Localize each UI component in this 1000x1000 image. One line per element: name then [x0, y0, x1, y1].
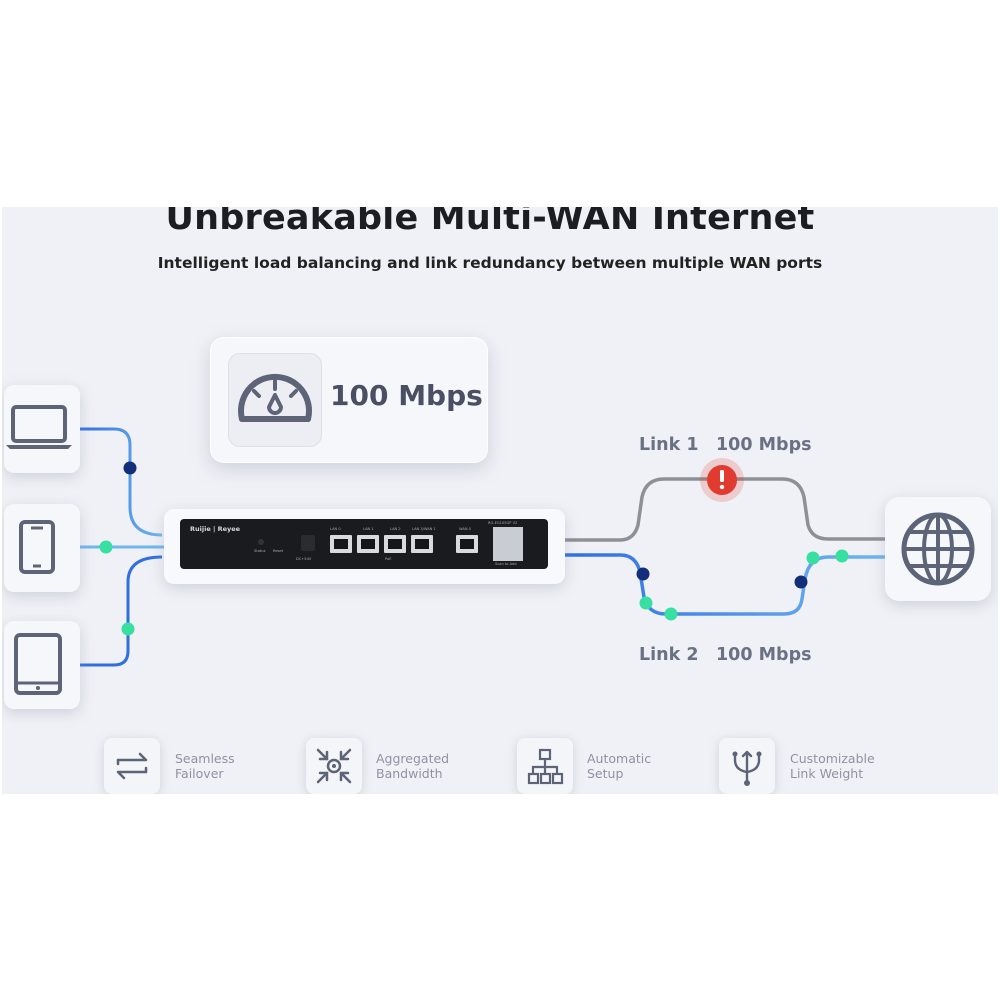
- tablet-card: [4, 621, 80, 709]
- wan0-port: [456, 535, 478, 553]
- status-led: [258, 539, 264, 545]
- feature-setup-line2: Setup: [587, 766, 624, 781]
- tablet-icon: [14, 633, 62, 695]
- feature-failover-line2: Failover: [175, 766, 224, 781]
- reset-label: Reset: [273, 549, 284, 553]
- link2-node-6: [835, 549, 849, 563]
- link2-speed: 100 Mbps: [716, 645, 812, 665]
- feature-failover-line1: Seamless: [175, 751, 235, 766]
- phone-card: [4, 504, 80, 592]
- feature-aggregate-label: Aggregated Bandwidth: [376, 751, 486, 781]
- power-label: DC+54V: [296, 557, 312, 561]
- globe-icon: [901, 512, 975, 586]
- lan1-port: [357, 535, 379, 553]
- router-model: RG-EG105GP V2: [488, 521, 518, 525]
- phone-link-node: [99, 540, 113, 554]
- feature-aggregate-line1: Aggregated: [376, 751, 450, 766]
- feature-setup-label: Automatic Setup: [587, 751, 697, 781]
- feature-aggregate-line2: Bandwidth: [376, 766, 443, 781]
- feature-failover-label: Seamless Failover: [175, 751, 285, 781]
- router-card: Ruijie | Reyee Status Reset DC+54V LAN 0…: [164, 509, 565, 584]
- poe-label: PoE: [385, 557, 392, 561]
- laptop-icon: [6, 405, 72, 449]
- speed-icon-box: [228, 353, 322, 447]
- feature-setup-line1: Automatic: [587, 751, 652, 766]
- tablet-link-node: [121, 622, 135, 636]
- split-icon: [732, 750, 762, 786]
- laptop-link-node: [123, 461, 137, 475]
- tablet-link-line: [80, 555, 163, 667]
- lan0-port: [330, 535, 352, 553]
- link1-speed: 100 Mbps: [716, 435, 812, 455]
- link1-name: Link 1: [639, 435, 699, 455]
- speedometer-icon: [238, 373, 312, 422]
- qr-label: Scan to Add: [495, 562, 517, 566]
- link2-node-4: [794, 575, 808, 589]
- feature-weight-line2: Link Weight: [790, 766, 864, 781]
- qr-code: [493, 527, 523, 561]
- port-label-lan3: LAN 3/WAN 1: [412, 527, 436, 531]
- speed-card: 100 Mbps: [210, 337, 488, 463]
- aggregate-icon: [316, 748, 352, 784]
- port-label-lan2: LAN 2: [390, 527, 401, 531]
- aggregate-icon-box: [306, 738, 362, 794]
- connection-lines: [80, 427, 887, 667]
- power-jack: [301, 535, 315, 551]
- port-label-lan1: LAN 1: [363, 527, 374, 531]
- setup-icon-box: [517, 738, 573, 794]
- lan2-port: [384, 535, 406, 553]
- link1-alert-icon: [700, 458, 744, 502]
- page-title: Unbreakable Multi-WAN Internet: [165, 207, 815, 238]
- router-brand: Ruijie | Reyee: [190, 525, 241, 533]
- status-label: Status: [254, 549, 266, 553]
- weight-icon-box: [719, 738, 775, 794]
- failover-icon-box: [104, 738, 160, 794]
- router-device: Ruijie | Reyee Status Reset DC+54V LAN 0…: [180, 519, 548, 569]
- swap-arrows-icon: [116, 752, 148, 780]
- laptop-link-line: [80, 427, 163, 537]
- link2-node-3: [664, 607, 678, 621]
- link2-node-1: [636, 567, 650, 581]
- laptop-card: [4, 385, 80, 473]
- page-subtitle: Intelligent load balancing and link redu…: [157, 254, 823, 272]
- link2-node-2: [639, 596, 653, 610]
- link2-line: [565, 553, 887, 616]
- phone-icon: [19, 520, 55, 574]
- feature-weight-label: Customizable Link Weight: [790, 751, 900, 781]
- diagram-canvas: Unbreakable Multi-WAN Internet Intellige…: [2, 207, 998, 794]
- internet-card: [885, 497, 991, 601]
- port-label-lan0: LAN 0: [330, 527, 341, 531]
- link2-node-5: [806, 551, 820, 565]
- hierarchy-icon: [527, 748, 564, 785]
- port-label-wan0: WAN 0: [459, 527, 471, 531]
- link2-name: Link 2: [639, 645, 699, 665]
- feature-weight-line1: Customizable: [790, 751, 875, 766]
- lan3-wan1-port: [411, 535, 433, 553]
- speed-value: 100 Mbps: [330, 379, 483, 412]
